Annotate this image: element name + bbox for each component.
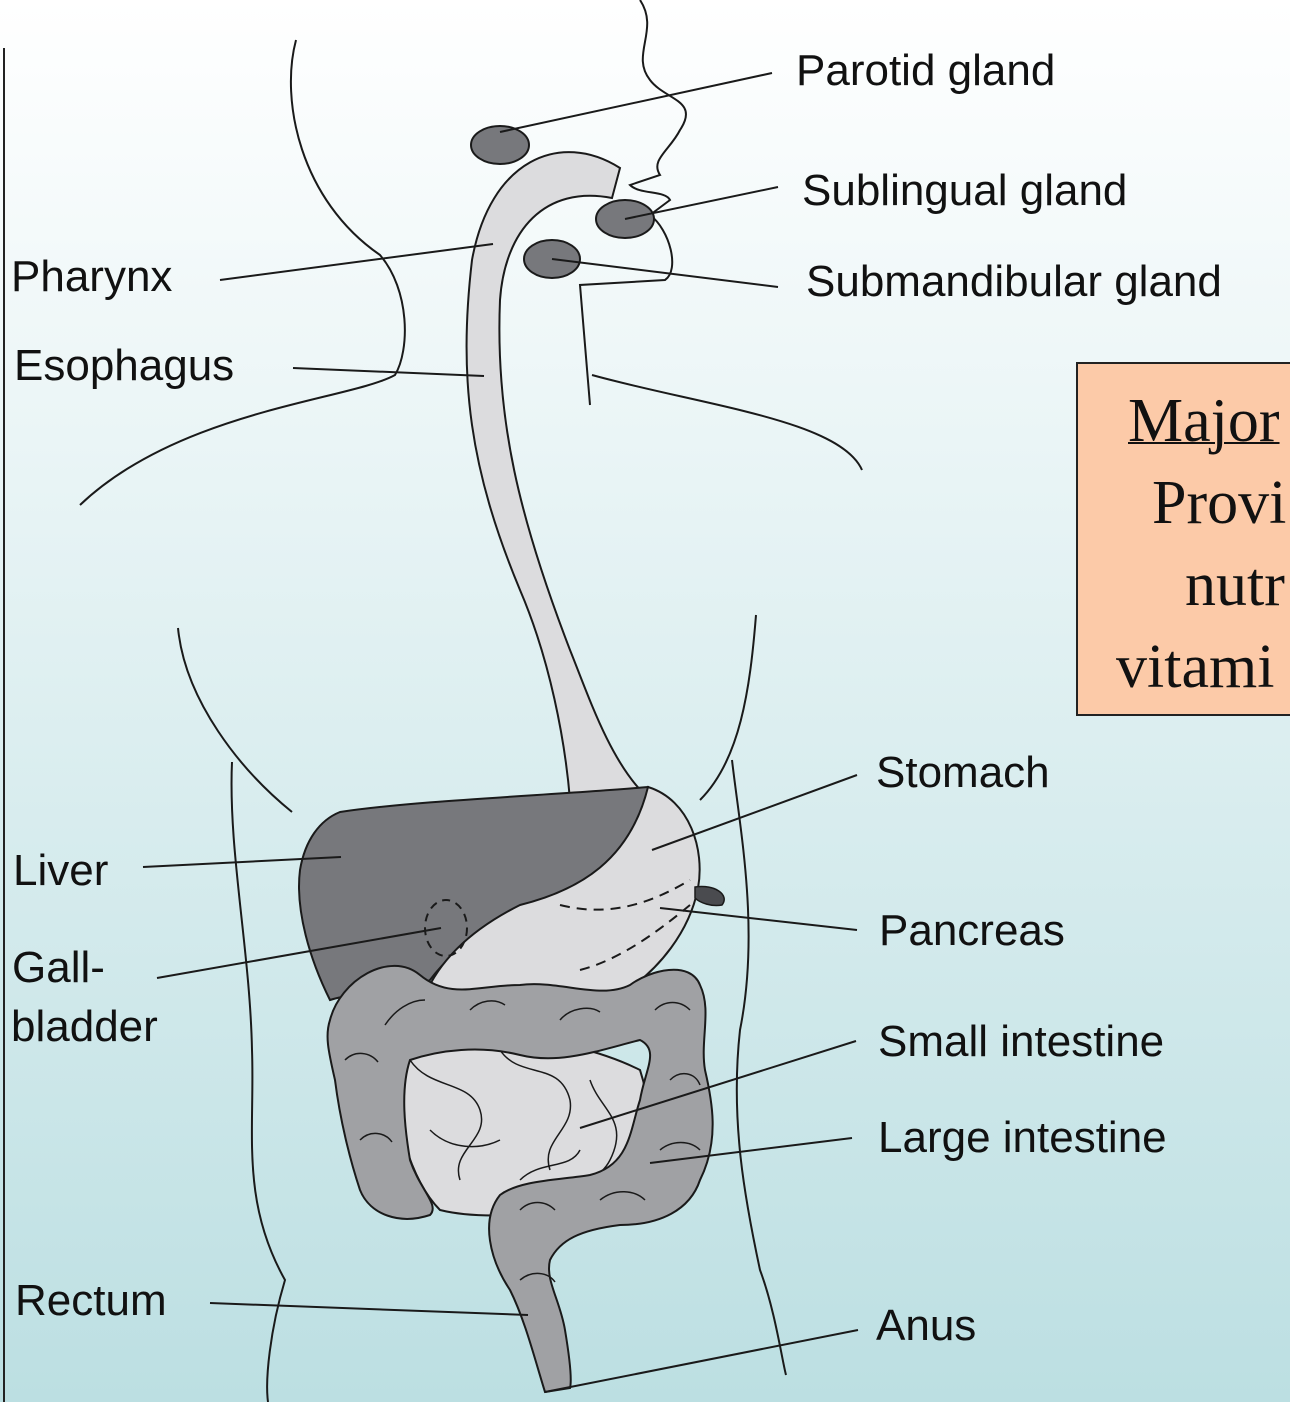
callout-line-1: Major — [1128, 390, 1280, 452]
label-esophagus: Esophagus — [14, 344, 234, 388]
label-gallbladder-line1: Gall- — [12, 946, 105, 990]
label-liver: Liver — [13, 849, 108, 893]
callout-line-3: nutr — [1185, 554, 1285, 616]
label-large-intestine: Large intestine — [878, 1116, 1167, 1160]
callout-line-2: Provi — [1152, 472, 1286, 534]
label-pancreas: Pancreas — [879, 909, 1065, 953]
label-small-intestine: Small intestine — [878, 1020, 1164, 1064]
label-rectum: Rectum — [15, 1279, 167, 1323]
label-stomach: Stomach — [876, 751, 1050, 795]
label-submandibular-gland: Submandibular gland — [806, 260, 1222, 304]
label-parotid-gland: Parotid gland — [796, 49, 1055, 93]
label-gallbladder-line2: bladder — [11, 1005, 158, 1049]
info-callout-box: Major Provi nutr vitami — [1076, 362, 1290, 716]
label-sublingual-gland: Sublingual gland — [802, 169, 1127, 213]
label-anus: Anus — [876, 1304, 976, 1348]
callout-line-4: vitami — [1116, 636, 1274, 698]
label-pharynx: Pharynx — [11, 255, 172, 299]
